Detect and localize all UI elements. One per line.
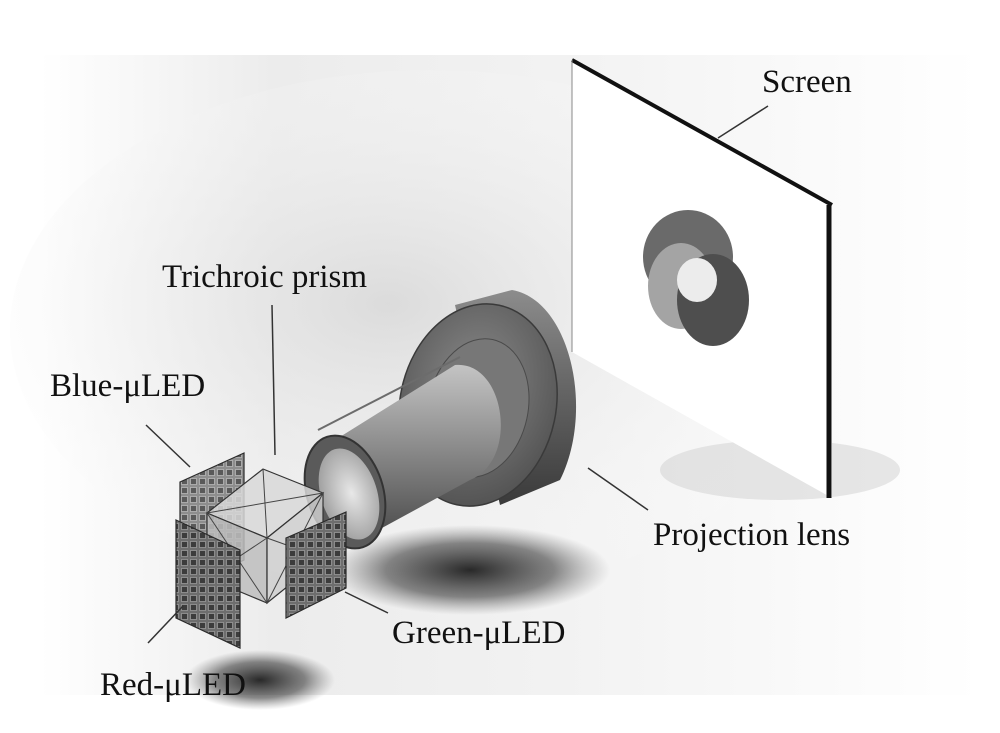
- lens-tube-top-edge: [317, 356, 461, 431]
- label-green-uled: Green-μLED: [392, 615, 565, 651]
- screen-shadow: [660, 440, 900, 500]
- projected-image: [643, 210, 749, 346]
- red-uled-panel: [175, 519, 241, 649]
- screen: [571, 58, 833, 498]
- screen-top-edge: [571, 58, 833, 207]
- projection-lens: [303, 290, 577, 550]
- leader-lines: [145, 105, 769, 644]
- projection-lens-leader: [587, 467, 649, 511]
- led-shadow: [185, 650, 335, 710]
- blue-uled-leader: [145, 424, 191, 468]
- label-projection-lens: Projection lens: [653, 517, 850, 553]
- green-uled-panel: [285, 511, 347, 619]
- label-screen: Screen: [762, 64, 852, 100]
- led-prism-assembly: [175, 452, 347, 649]
- lens-shadow: [330, 525, 610, 615]
- label-red-uled: Red-μLED: [100, 667, 246, 703]
- green-uled-leader: [344, 591, 389, 614]
- label-blue-uled: Blue-μLED: [50, 368, 205, 404]
- red-uled-leader: [147, 605, 184, 644]
- prism-leader: [271, 304, 276, 456]
- label-trichroic-prism: Trichroic prism: [162, 259, 367, 295]
- screen-leader: [717, 105, 769, 139]
